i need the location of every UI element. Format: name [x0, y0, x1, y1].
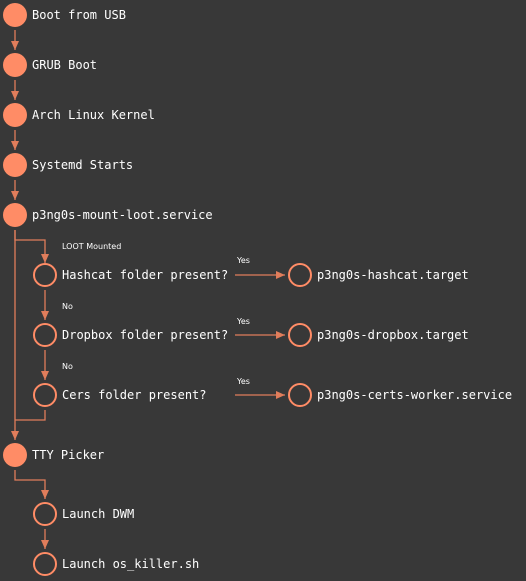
dropbox-check-node: [33, 323, 57, 347]
edge-tty-picker-to-launch-dwm: [14, 470, 49, 499]
systemd-starts-label: Systemd Starts: [32, 158, 134, 172]
hashcat-check-label: Hashcat folder present?: [62, 268, 229, 282]
arch-kernel-node: [3, 103, 27, 127]
mount-loot-node: [3, 203, 27, 227]
edge-label-certs-check-to-certs-worker: Yes: [237, 377, 250, 386]
edge-label-dropbox-check-to-dropbox-target: Yes: [237, 317, 250, 326]
arch-kernel-label: Arch Linux Kernel: [32, 108, 155, 122]
edge-mount-loot-to-hashcat-check: [14, 230, 49, 263]
tty-picker-label: TTY Picker: [32, 448, 105, 462]
mount-loot-label: p3ng0s-mount-loot.service: [32, 208, 213, 222]
dropbox-target-label: p3ng0s-dropbox.target: [317, 328, 469, 342]
launch-os-killer-label: Launch os_killer.sh: [62, 557, 200, 571]
dropbox-check-label: Dropbox folder present?: [62, 328, 229, 342]
edge-label-dropbox-check-to-certs-check: No: [62, 362, 73, 371]
launch-dwm-label: Launch DWM: [62, 507, 135, 521]
certs-check-node: [33, 383, 57, 407]
certs-worker-node: [288, 383, 312, 407]
dropbox-target-node: [288, 323, 312, 347]
tty-picker-node: [3, 443, 27, 467]
hashcat-target-node: [288, 263, 312, 287]
edge-label-hashcat-check-to-dropbox-check: No: [62, 302, 73, 311]
certs-check-label: Cers folder present?: [62, 388, 207, 402]
boot-usb-node: [3, 3, 27, 27]
hashcat-check-node: [33, 263, 57, 287]
boot-usb-label: Boot from USB: [32, 8, 126, 22]
systemd-starts-node: [3, 153, 27, 177]
launch-os-killer-node: [33, 552, 57, 576]
edge-certs-check-to-tty-picker: [15, 410, 46, 421]
certs-worker-label: p3ng0s-certs-worker.service: [317, 388, 513, 402]
edge-label-mount-loot-to-hashcat-check: LOOT Mounted: [62, 242, 122, 251]
grub-boot-node: [3, 53, 27, 77]
grub-boot-label: GRUB Boot: [32, 58, 98, 72]
hashcat-target-label: p3ng0s-hashcat.target: [317, 268, 469, 282]
launch-dwm-node: [33, 502, 57, 526]
edge-label-hashcat-check-to-hashcat-target: Yes: [237, 256, 250, 265]
